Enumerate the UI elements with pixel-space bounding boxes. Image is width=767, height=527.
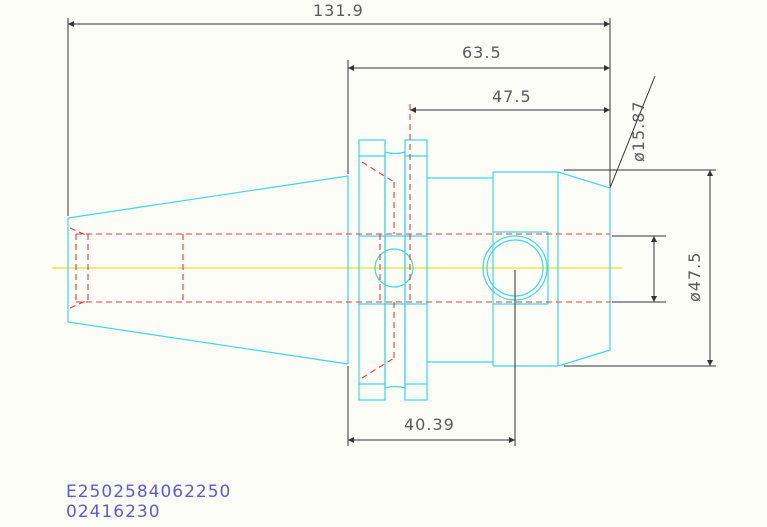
dim-flange-to-hole: 40.39 [404, 415, 455, 434]
dim-bore-diameter: ø15.87 [629, 100, 648, 162]
part-code-primary: E2502584062250 [66, 482, 232, 502]
dim-flange-to-nose: 63.5 [462, 43, 502, 62]
dim-body-length: 47.5 [492, 87, 532, 106]
tool-holder-outline [67, 139, 611, 401]
part-code-secondary: 02416230 [66, 502, 161, 522]
dim-overall-length: 131.9 [313, 1, 364, 20]
hidden-lines [69, 104, 610, 379]
dim-body-diameter: ø47.5 [685, 252, 704, 302]
dimension-lines [67, 18, 716, 446]
